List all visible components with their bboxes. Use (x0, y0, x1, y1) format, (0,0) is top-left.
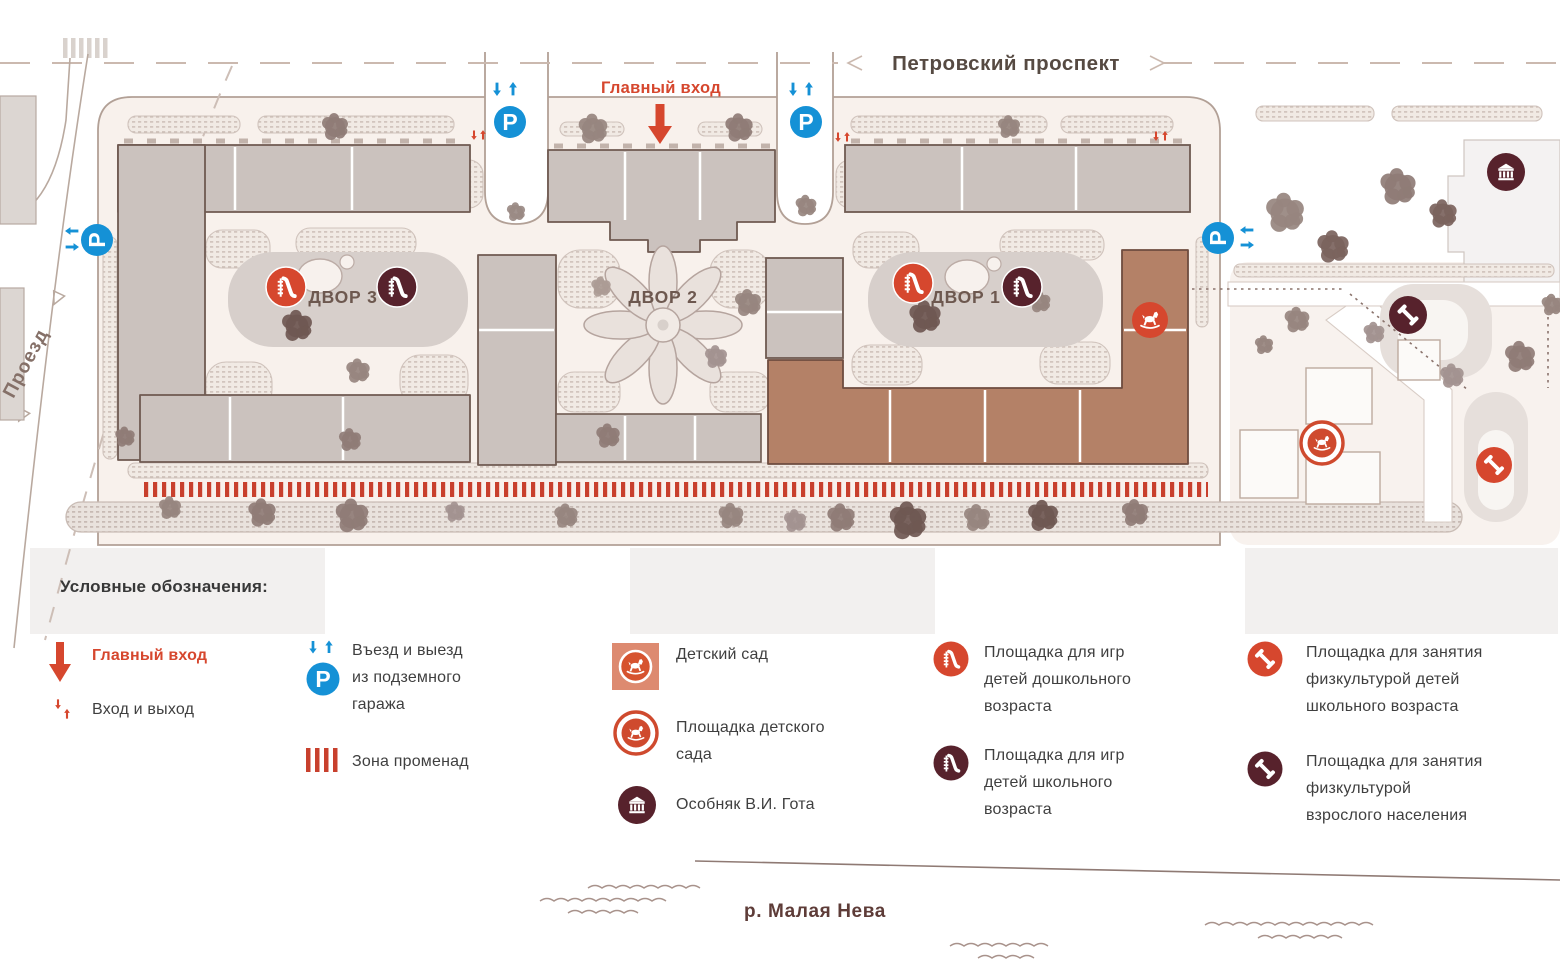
legend-item-kindergarten: Детский сад (676, 646, 769, 663)
playground-preschool-icon (265, 266, 307, 308)
parking-icon: P (81, 224, 113, 256)
legend-item-school-sports: Площадка для занятия физкультурой детей … (1306, 644, 1483, 715)
entrance-exit-icon (54, 698, 71, 720)
prospekt-label: Петровский проспект (892, 52, 1120, 75)
legend-title: Условные обозначения: (60, 577, 268, 596)
map-markers: P P P P (63, 80, 1525, 483)
crosswalk (63, 38, 108, 58)
kindergarten-icon (1132, 302, 1168, 338)
legend-panels (30, 548, 1558, 634)
right-arrow-marker (1149, 55, 1166, 71)
parking-icon: P (790, 106, 822, 138)
building-block-3-joints (228, 147, 554, 460)
legend-item-school-playground: Площадка для игр детей школьного возраст… (984, 747, 1125, 818)
prospekt-road (0, 38, 1560, 71)
legend-item-adult-sports: Площадка для занятия физкультурой взросл… (1306, 753, 1483, 824)
legend-item-garage: Въезд и выезд из подземного гаража (352, 642, 463, 713)
legend-item-main-entrance: Главный вход (92, 647, 208, 664)
tree-icon (1317, 230, 1349, 263)
legend-item-promenade: Зона променад (352, 753, 469, 770)
garage-arrows-icon (307, 639, 335, 655)
parking-icon: P (306, 662, 340, 696)
building-block-3 (117, 144, 557, 466)
svg-text:P: P (502, 109, 517, 135)
sports-adult-icon (1247, 751, 1283, 787)
svg-text:P: P (1205, 230, 1231, 245)
playground-school-icon (1001, 266, 1043, 308)
garage-driveways (484, 52, 834, 225)
gota-mansion-parcel (1447, 139, 1560, 289)
playground-school-icon (933, 745, 969, 781)
sports-school-icon (1389, 296, 1427, 334)
svg-text:P: P (798, 109, 813, 135)
river-label: р. Малая Нева (744, 901, 886, 922)
tree-icon (1380, 168, 1416, 205)
svg-text:P: P (315, 666, 330, 692)
sports-adult-icon (1476, 447, 1512, 483)
legend-item-kindergarten-playground: Площадка детского сада (676, 719, 825, 763)
legend-item-preschool-playground: Площадка для игр детей дошкольного возра… (984, 644, 1132, 715)
gota-mansion-icon (618, 786, 656, 824)
main-entrance-arrow-icon (648, 104, 672, 144)
parking-icon: P (494, 106, 526, 138)
kindergarten-playground-icon (1299, 420, 1345, 466)
paving-areas (102, 105, 1555, 479)
building-center (547, 143, 776, 463)
tree-icon (1266, 192, 1304, 232)
main-entrance-arrow-icon (49, 642, 71, 682)
flower-garden (583, 245, 743, 405)
map-labels: Петровский проспект Проезд Главный вход … (0, 52, 1120, 401)
gota-mansion-icon (1487, 153, 1525, 191)
left-arrow-marker (846, 55, 863, 71)
svg-text:P: P (84, 232, 110, 247)
main-entrance-label: Главный вход (601, 79, 721, 97)
kindergarten-icon (612, 643, 659, 690)
playground-preschool-icon (933, 641, 969, 677)
legend-item-entrance-exit: Вход и выход (92, 701, 195, 718)
water-waves (539, 884, 1374, 959)
promenade (65, 482, 1463, 533)
building-block-1 (765, 138, 1191, 359)
yard1-label: ДВОР 1 (931, 287, 1000, 307)
legend-item-gota-mansion: Особняк В.И. Гота (676, 796, 815, 813)
yard3-label: ДВОР 3 (308, 287, 377, 307)
kindergarten-playground-icon (613, 710, 659, 756)
yard2-label: ДВОР 2 (628, 287, 697, 307)
promenade-zone-stripe (140, 482, 1208, 497)
playground-preschool-icon (892, 262, 934, 304)
promenade-zone-icon (306, 748, 338, 772)
parking-icon: P (1202, 222, 1234, 254)
playground-school-icon (376, 266, 418, 308)
kindergarten-building (767, 249, 1189, 465)
neighbor-buildings (0, 95, 37, 421)
river: р. Малая Нева (539, 860, 1560, 959)
sports-school-icon (1247, 641, 1283, 677)
